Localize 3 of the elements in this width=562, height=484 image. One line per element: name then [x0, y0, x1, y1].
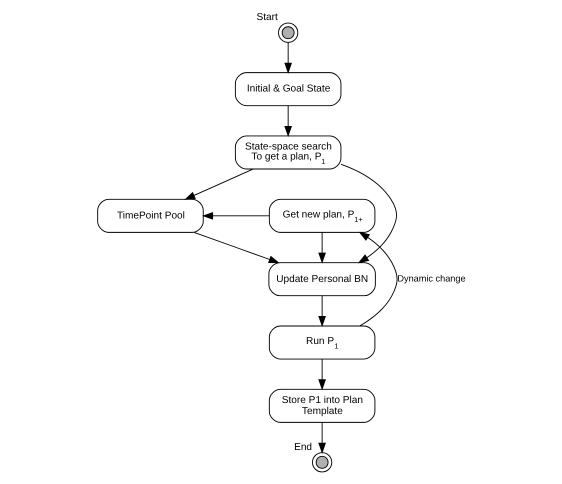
edge-label: Dynamic change [396, 273, 466, 284]
node-label: End [294, 442, 312, 453]
node-label: Start [256, 12, 278, 24]
